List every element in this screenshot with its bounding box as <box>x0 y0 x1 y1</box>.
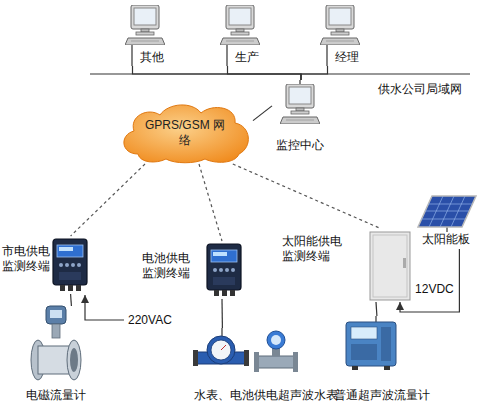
cloud-outline <box>124 105 248 163</box>
computer-node: 其他 <box>120 4 172 66</box>
wire-link <box>375 302 377 316</box>
ultrasonic-water-meter-part <box>267 331 285 349</box>
water-meter-part <box>244 350 249 366</box>
network-label: 供水公司局域网 <box>378 82 462 97</box>
solar-panel-part <box>429 196 443 227</box>
terminal-icon <box>207 244 241 296</box>
ultrasonic-water-meter-part <box>293 352 298 372</box>
water-meter-part <box>193 350 198 366</box>
ultrasonic-flowmeter-part <box>381 327 391 361</box>
electromagnetic-flowmeter-part <box>52 324 60 338</box>
computer-icon <box>125 5 165 45</box>
water-meter-part <box>211 340 231 360</box>
node-label: 太阳能供电 监测终端 <box>282 234 346 264</box>
node-label: 市电供电 监测终端 <box>2 244 54 274</box>
meter-node: 电磁流量计 <box>18 306 96 404</box>
ultrasonic-water-meter-part <box>271 335 281 345</box>
monitor-center-node: 监控中心 <box>272 80 330 154</box>
node-label: 其他 <box>140 50 170 65</box>
wire-link <box>253 106 272 121</box>
meter-node: 普通超声波流量计 <box>332 316 434 404</box>
ultrasonic-flowmeter-part <box>351 327 377 339</box>
terminal-node: 太阳能供电 监测终端 <box>282 228 412 302</box>
wire-link <box>133 66 302 80</box>
wire-link <box>400 249 459 312</box>
node-label: 普通超声波流量计 <box>332 388 432 403</box>
solar-panel-part <box>421 219 465 220</box>
computer-icon <box>320 5 360 45</box>
wireless-link <box>199 164 222 241</box>
computer-icon <box>220 5 260 45</box>
solar-terminal-box-part <box>373 235 407 297</box>
node-label: 生产 <box>235 50 265 65</box>
solar-panel-part <box>418 196 476 227</box>
electromagnetic-flowmeter-part <box>67 340 81 380</box>
terminal-node: 电池供电 监测终端 <box>142 241 242 299</box>
solar-panel-node: 太阳能板 <box>414 193 480 249</box>
ultrasonic-flowmeter-part <box>384 366 390 370</box>
ultrasonic-water-meter-part <box>254 352 259 372</box>
power-leader <box>85 295 124 320</box>
solar-panel-part <box>451 196 465 227</box>
solar-terminal-box-part <box>403 258 406 268</box>
lan-drop <box>226 45 227 66</box>
electromagnetic-flowmeter-part <box>46 306 66 324</box>
ultrasonic-flowmeter-part <box>352 366 358 370</box>
solar-panel <box>418 196 476 232</box>
solar-terminal-box-part <box>370 232 410 300</box>
water-meter <box>193 336 249 366</box>
computer-node: 生产 <box>215 4 267 66</box>
solar-panel-part <box>440 196 454 227</box>
wire-link <box>70 294 72 306</box>
network-label: 供水公司局域网 <box>378 82 462 97</box>
solar-terminal-box <box>370 232 410 300</box>
terminal-icon <box>53 239 87 291</box>
node-label: 电磁流量计 <box>18 388 94 403</box>
voltage-label: 220VAC <box>128 313 172 328</box>
meter-node: 水表、电池供电超声波水表 <box>188 328 346 404</box>
node-label: 太阳能板 <box>414 232 478 247</box>
node-label: 水表、电池供电超声波水表 <box>188 388 344 403</box>
wire-link <box>221 299 223 328</box>
edge-label: 12VDC <box>414 282 455 297</box>
node-label: GPRS/GSM 网络 <box>145 118 225 148</box>
electromagnetic-flowmeter-part <box>70 348 78 372</box>
terminal-node: 市电供电 监测终端 <box>2 236 90 294</box>
water-meter-part <box>207 336 235 364</box>
network-cloud: GPRS/GSM 网络 <box>118 102 253 164</box>
signal-wire <box>221 328 222 336</box>
lan-drop <box>299 80 300 84</box>
ultrasonic-water-meter <box>254 331 298 372</box>
lan-drop <box>326 45 327 66</box>
node-label: 监控中心 <box>272 138 328 153</box>
ultrasonic-flowmeter <box>346 316 396 370</box>
computer-icon <box>280 84 320 124</box>
voltage-label: 220VAC <box>128 313 172 328</box>
lan-drop <box>131 45 132 66</box>
wire-link <box>228 66 302 80</box>
node-label: 电池供电 监测终端 <box>142 251 194 281</box>
ultrasonic-water-meter-part <box>256 356 296 368</box>
electromagnetic-flowmeter-part <box>50 310 62 318</box>
node-label: 经理 <box>335 50 365 65</box>
ultrasonic-flowmeter-part <box>351 344 377 360</box>
wireless-link <box>71 164 145 236</box>
computer-node: 经理 <box>315 4 367 66</box>
wireless-link <box>233 164 380 228</box>
water-meter-part <box>221 345 226 350</box>
ultrasonic-flowmeter-part <box>346 322 396 366</box>
ultrasonic-flowmeter-part <box>375 316 376 322</box>
electromagnetic-flowmeter <box>31 306 81 380</box>
wire-link <box>301 66 328 80</box>
